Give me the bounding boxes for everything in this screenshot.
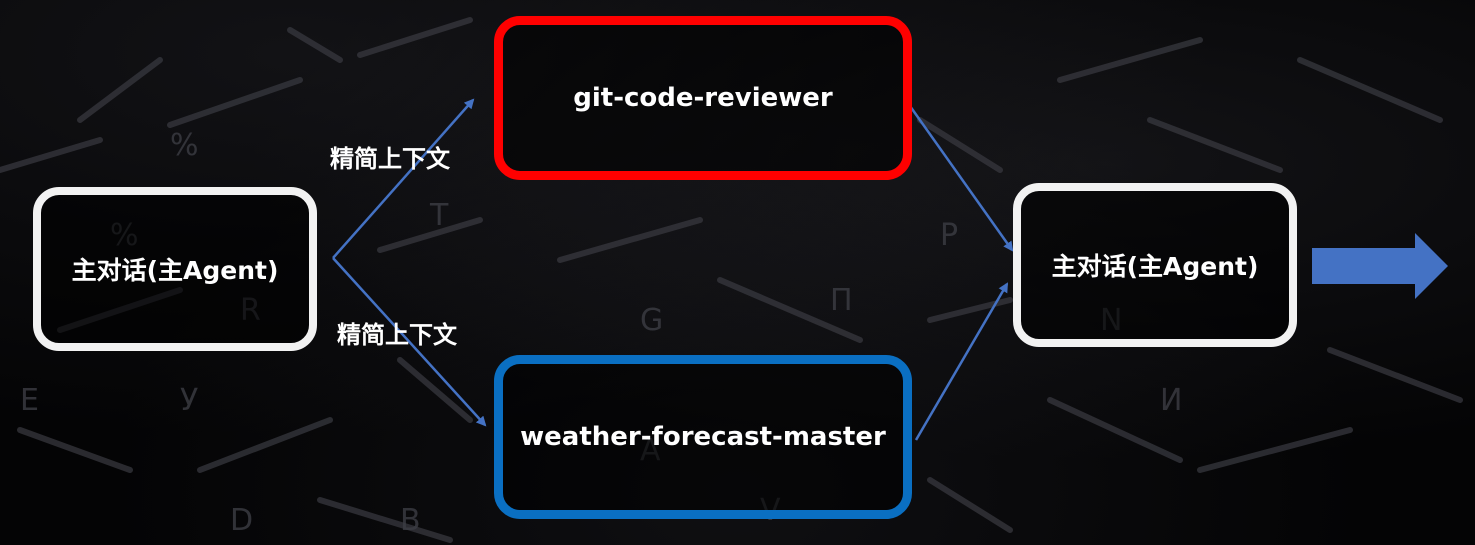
main-agent-start-label: 主对话(主Agent) bbox=[71, 256, 279, 285]
svg-text:E: E bbox=[20, 383, 39, 418]
weather-forecast-master-label: weather-forecast-master bbox=[520, 422, 886, 452]
arrow-to-git-code-reviewer bbox=[332, 98, 475, 259]
svg-text:G: G bbox=[640, 303, 663, 338]
arrow-from-weather-forecast-master bbox=[914, 282, 1009, 441]
main-agent-node-end: 主对话(主Agent) bbox=[1013, 183, 1297, 347]
weather-forecast-master-node: weather-forecast-master bbox=[494, 355, 912, 519]
main-agent-end-label: 主对话(主Agent) bbox=[1051, 252, 1259, 281]
main-agent-node-start: 主对话(主Agent) bbox=[33, 187, 317, 351]
output-arrow-icon bbox=[1312, 233, 1448, 299]
svg-text:B: B bbox=[400, 503, 421, 538]
git-code-reviewer-node: git-code-reviewer bbox=[494, 16, 912, 180]
arrow-from-git-code-reviewer bbox=[903, 98, 1014, 252]
svg-text:T: T bbox=[429, 198, 449, 233]
svg-text:У: У bbox=[180, 383, 198, 418]
svg-text:П: П bbox=[830, 283, 853, 318]
svg-text:P: P bbox=[940, 218, 958, 253]
svg-text:И: И bbox=[1160, 383, 1182, 418]
svg-text:%: % bbox=[170, 128, 199, 163]
svg-text:D: D bbox=[230, 503, 253, 538]
edge-label-bottom: 精简上下文 bbox=[337, 321, 457, 349]
arrow-to-weather-forecast-master bbox=[332, 257, 487, 427]
edge-label-top: 精简上下文 bbox=[330, 145, 450, 173]
git-code-reviewer-label: git-code-reviewer bbox=[573, 83, 833, 113]
